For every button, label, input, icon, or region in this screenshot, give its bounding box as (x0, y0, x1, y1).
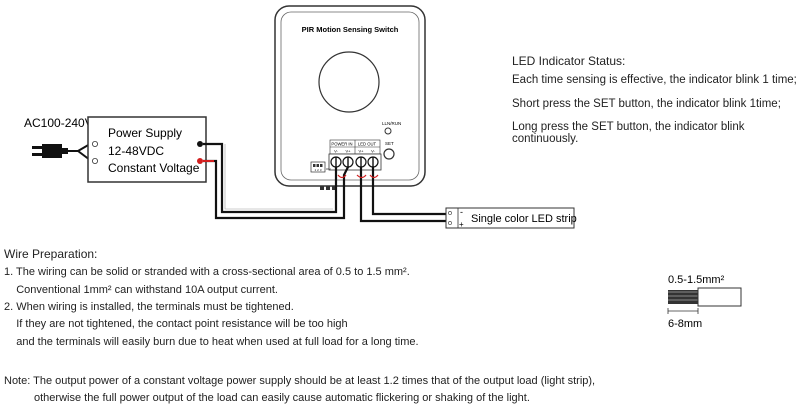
led-status-line: Long press the SET button, the indicator… (512, 121, 745, 145)
power-in-label: POWER IN (331, 142, 352, 147)
led-status-line: Each time sensing is effective, the indi… (512, 74, 797, 86)
device-title: PIR Motion Sensing Switch (302, 25, 399, 34)
wire-prep-line: Conventional 1mm² can withstand 10A outp… (4, 284, 278, 296)
wire-prep-line: and the terminals will easily burn due t… (4, 336, 419, 348)
note-text: The output power of a constant voltage p… (30, 375, 596, 387)
note-line: otherwise the full power output of the l… (34, 392, 530, 404)
terminal-label: V- (334, 149, 338, 154)
ac-input-label: AC100-240V (24, 116, 93, 130)
led-strip-minus: - (460, 207, 463, 217)
power-supply-line: 12-48VDC (108, 144, 164, 158)
on-mark: ON (326, 167, 331, 171)
dc-input-wires (203, 142, 349, 220)
led-status-line: Short press the SET button, the indicato… (512, 98, 781, 110)
terminal-label: V- (371, 149, 375, 154)
wire-area-label: 0.5-1.5mm² (668, 274, 725, 286)
led-out-label: LED OUT (358, 142, 377, 147)
led-output-wires (356, 167, 446, 223)
power-supply-line: Power Supply (108, 126, 182, 140)
ac-plug-icon (32, 143, 91, 161)
wire-prep-line: 2. When wiring is installed, the termina… (4, 301, 294, 313)
wire-prep-title: Wire Preparation: (4, 247, 98, 261)
led-strip-plus: + (459, 220, 464, 229)
terminal-label: V+ (345, 149, 351, 154)
pir-switch-device: PIR Motion Sensing Switch LLN/RUN SET PO… (274, 5, 426, 190)
wire-spec-graphic: 0.5-1.5mm² 6-8mm (667, 274, 742, 330)
led-run-label: LLN/RUN (382, 121, 401, 126)
wire-prep-line: If they are not tightened, the contact p… (4, 318, 348, 330)
dip-switch-icon: 123 ON (310, 161, 331, 173)
terminal-label: V+ (358, 149, 364, 154)
pir-lens-icon (318, 51, 380, 113)
set-label: SET (385, 141, 394, 146)
set-button[interactable] (383, 148, 395, 160)
led-strip-label: Single color LED strip (471, 213, 577, 225)
led-strip-icon: - + Single color LED strip (445, 207, 577, 229)
led-indicator-icon (384, 127, 392, 135)
note-label: Note: (4, 375, 31, 387)
note-line: Note: The output power of a constant vol… (4, 373, 595, 389)
dip-marks: 123 (314, 168, 321, 172)
wire-strip-length: 6-8mm (668, 318, 702, 330)
wire-prep-line: 1. The wiring can be solid or stranded w… (4, 266, 410, 278)
led-status-title: LED Indicator Status: (512, 54, 626, 68)
power-supply-box: Power Supply 12-48VDC Constant Voltage (87, 116, 207, 183)
terminal-block (328, 153, 382, 171)
power-supply-line: Constant Voltage (108, 161, 200, 175)
